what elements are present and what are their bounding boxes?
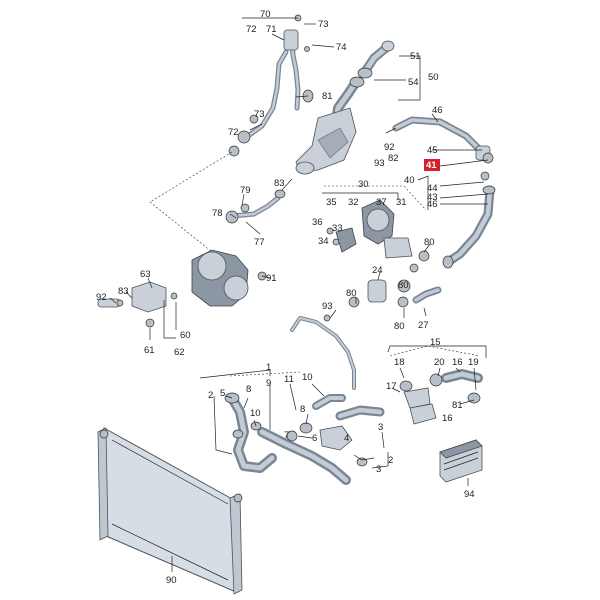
callout-34: 34 xyxy=(318,236,329,247)
callout-2b: 2 xyxy=(388,455,393,466)
callout-70: 70 xyxy=(260,9,271,20)
callout-20: 20 xyxy=(434,357,445,368)
callout-50: 50 xyxy=(428,72,439,83)
expansion-pipe-part xyxy=(295,107,357,175)
callout-9: 9 xyxy=(266,378,271,389)
callout-93: 93 xyxy=(374,158,385,169)
coolant-line-assembly-70 xyxy=(228,14,314,157)
callout-90: 90 xyxy=(166,575,177,586)
callout-61: 61 xyxy=(144,345,155,356)
callout-81b: 81 xyxy=(452,400,463,411)
callout-93b: 93 xyxy=(322,301,333,312)
callout-46: 46 xyxy=(432,105,443,116)
callout-7: 7 xyxy=(284,430,289,441)
callout-31: 31 xyxy=(396,197,407,208)
callout-80c: 80 xyxy=(398,280,409,291)
callout-77: 77 xyxy=(254,237,265,248)
callout-62: 62 xyxy=(174,347,185,358)
callout-91: 91 xyxy=(266,273,277,284)
callout-83b: 83 xyxy=(118,286,129,297)
callout-35: 35 xyxy=(326,197,337,208)
callout-15: 15 xyxy=(430,337,441,348)
callout-labels: 70 72 71 73 74 51 50 54 81 73 72 46 45 9… xyxy=(96,9,479,586)
callout-71: 71 xyxy=(266,24,277,35)
callout-81: 81 xyxy=(322,91,333,102)
callout-46b: 46 xyxy=(427,199,438,210)
callout-74: 74 xyxy=(336,42,347,53)
valve-block-91 xyxy=(97,249,267,328)
callout-16: 16 xyxy=(452,357,463,368)
callout-73: 73 xyxy=(318,19,329,30)
callout-60: 60 xyxy=(180,330,191,341)
callout-19: 19 xyxy=(468,357,479,368)
callout-32: 32 xyxy=(348,197,359,208)
callout-30: 30 xyxy=(358,179,369,190)
pump-assembly-24 xyxy=(348,279,442,308)
coolant-pipe-77 xyxy=(225,189,286,224)
callout-54: 54 xyxy=(408,77,419,88)
callout-4: 4 xyxy=(344,433,349,444)
callout-73b: 73 xyxy=(254,109,265,120)
callout-92b: 92 xyxy=(96,292,107,303)
callout-83: 83 xyxy=(274,178,285,189)
callout-78: 78 xyxy=(212,208,223,219)
callout-92: 92 xyxy=(384,142,395,153)
callout-63: 63 xyxy=(140,269,151,280)
oil-cooler-94 xyxy=(439,439,483,483)
thermostat-assembly-30 xyxy=(326,199,430,273)
callout-6: 6 xyxy=(312,433,317,444)
callout-10b: 10 xyxy=(250,408,261,419)
callout-3: 3 xyxy=(378,422,383,433)
radiator-90 xyxy=(97,427,243,595)
callout-8b: 8 xyxy=(300,404,305,415)
callout-79: 79 xyxy=(240,185,251,196)
callout-33: 33 xyxy=(332,223,343,234)
callout-3b: 3 xyxy=(376,464,381,475)
callout-40: 40 xyxy=(404,175,415,186)
callout-80a: 80 xyxy=(424,237,435,248)
callout-18: 18 xyxy=(394,357,405,368)
callout-44: 44 xyxy=(427,183,438,194)
highlight-box-41 xyxy=(424,159,440,171)
callout-36: 36 xyxy=(312,217,323,228)
callout-37: 37 xyxy=(376,197,387,208)
coolant-pipe-long xyxy=(290,314,356,390)
callout-11: 11 xyxy=(284,374,294,385)
callout-5: 5 xyxy=(220,388,225,399)
callout-41: 41 xyxy=(426,160,437,171)
hose-assembly-15 xyxy=(399,369,483,425)
hose-assembly-40 xyxy=(385,116,496,269)
callout-82: 82 xyxy=(388,153,399,164)
callout-17: 17 xyxy=(386,381,397,392)
callout-43: 43 xyxy=(427,192,438,203)
callout-10: 10 xyxy=(302,372,313,383)
callout-72: 72 xyxy=(246,24,257,35)
callout-80b: 80 xyxy=(346,288,357,299)
callout-51: 51 xyxy=(410,51,421,62)
dashed-guides xyxy=(149,151,481,377)
callout-94: 94 xyxy=(464,489,475,500)
callout-1: 1 xyxy=(266,362,271,373)
callout-27: 27 xyxy=(418,320,429,331)
callout-80d: 80 xyxy=(394,321,405,332)
callout-45: 45 xyxy=(427,145,438,156)
leader-lines xyxy=(109,17,489,572)
callout-8: 8 xyxy=(246,384,251,395)
callout-16b: 16 xyxy=(442,413,453,424)
callout-72b: 72 xyxy=(228,127,239,138)
callout-24: 24 xyxy=(372,265,383,276)
callout-2: 2 xyxy=(208,390,213,401)
